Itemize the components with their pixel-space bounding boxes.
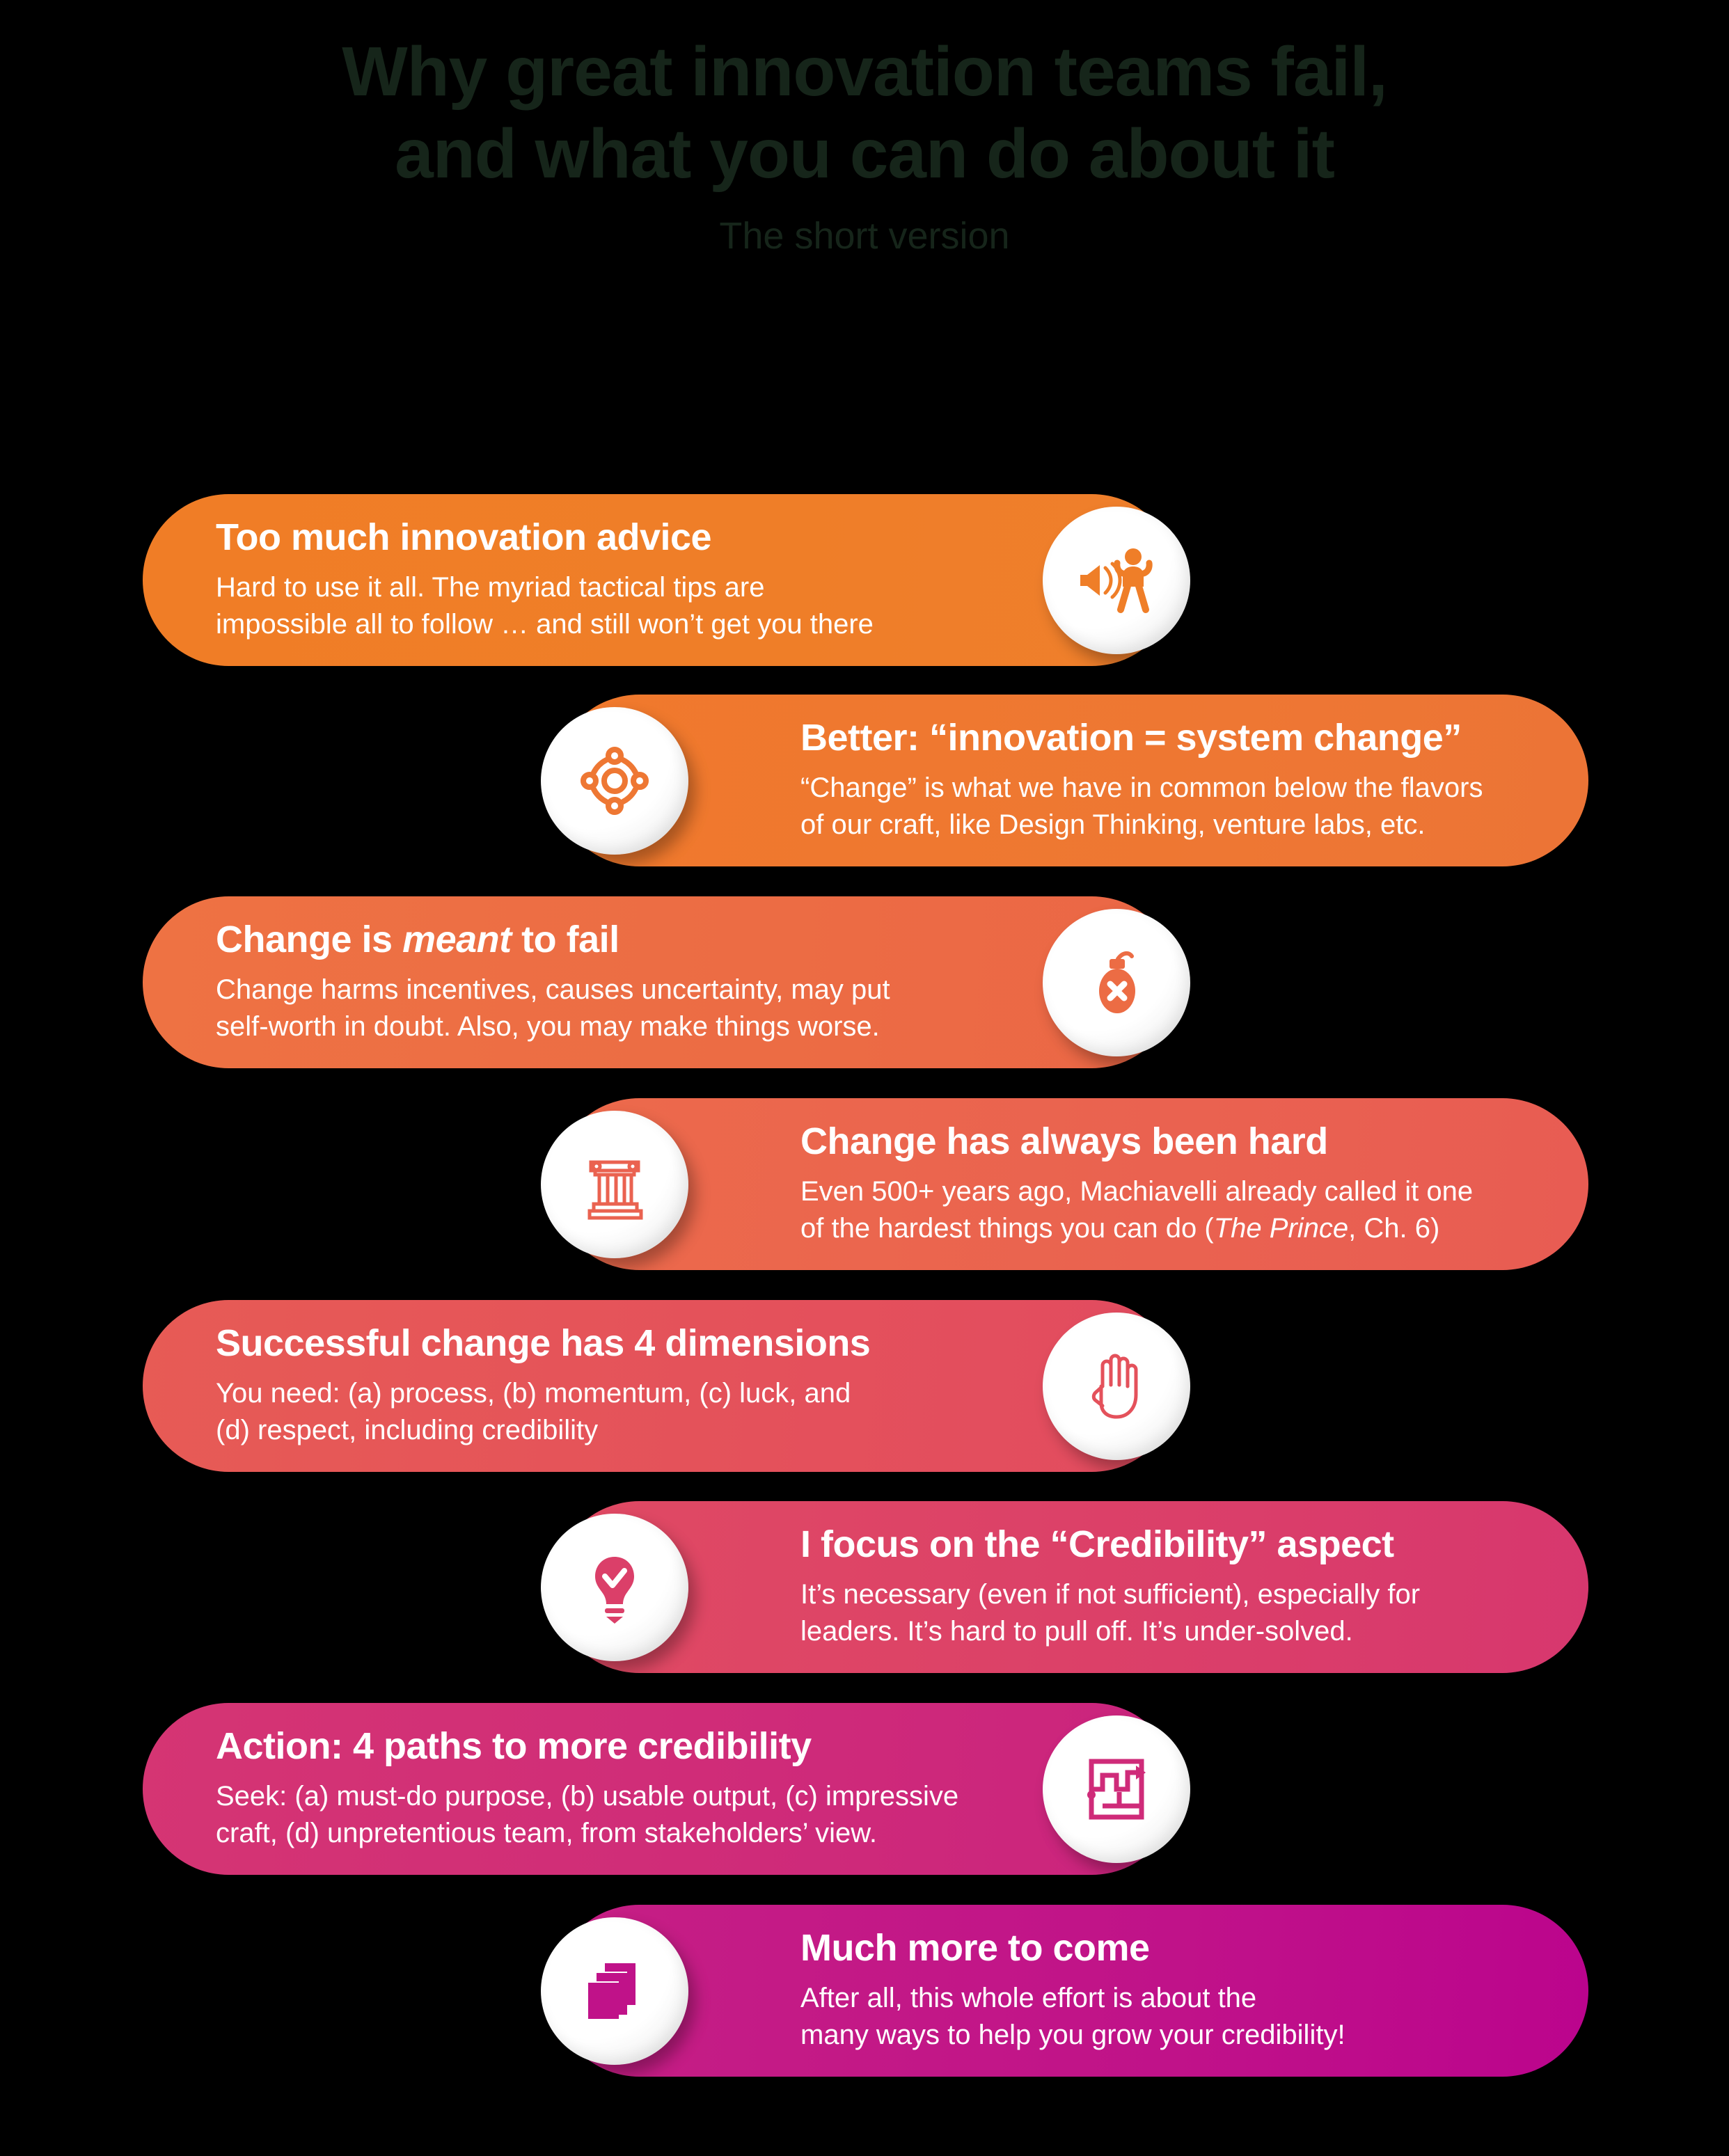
card-text: Action: 4 paths to more credibility Seek… (216, 1703, 1011, 1875)
stacked-cards-icon (573, 1949, 656, 2033)
icon-bubble (541, 1513, 688, 1661)
card-much-more-to-come[interactable]: Much more to come After all, this whole … (541, 1905, 1588, 2077)
card-body: Seek: (a) must-do purpose, (b) usable ou… (216, 1781, 959, 1849)
card-change-has-always-been-hard[interactable]: Change has always been hard Even 500+ ye… (541, 1098, 1588, 1270)
icon-bubble (1043, 1312, 1190, 1460)
card-title: Too much innovation advice (216, 516, 712, 558)
card-body: “Change” is what we have in common below… (800, 772, 1483, 841)
card-text: Change has always been hard Even 500+ ye… (800, 1098, 1547, 1270)
card-title: Change has always been hard (800, 1120, 1328, 1162)
card-text: Change is meant to fail Change harms inc… (216, 896, 1011, 1068)
card-stack: Too much innovation advice Hard to use i… (0, 494, 1729, 2102)
system-network-nodes-icon (573, 739, 656, 823)
card-too-much-innovation-advice[interactable]: Too much innovation advice Hard to use i… (143, 494, 1190, 666)
icon-bubble (1043, 908, 1190, 1056)
icon-bubble (541, 1110, 688, 1258)
lightbulb-check-icon (573, 1546, 656, 1629)
page-title: Why great innovation teams fail, and wha… (342, 33, 1388, 193)
card-title: I focus on the “Credibility” aspect (800, 1523, 1394, 1565)
card-title: Much more to come (800, 1927, 1150, 1969)
hand-four-fingers-icon (1075, 1345, 1158, 1428)
megaphone-overwhelmed-person-icon (1075, 539, 1158, 622)
card-title: Action: 4 paths to more credibility (216, 1725, 812, 1767)
header: Why great innovation teams fail, and wha… (0, 0, 1729, 257)
greek-column-icon (573, 1143, 656, 1226)
card-title: Successful change has 4 dimensions (216, 1322, 871, 1364)
card-body: Hard to use it all. The myriad tactical … (216, 572, 874, 640)
card-title: Better: “innovation = system change” (800, 717, 1462, 759)
card-body: Change harms incentives, causes uncertai… (216, 974, 890, 1043)
card-text: Much more to come After all, this whole … (800, 1905, 1547, 2077)
card-body: It’s necessary (even if not sufficient),… (800, 1579, 1421, 1647)
card-body: You need: (a) process, (b) momentum, (c)… (216, 1378, 851, 1446)
card-successful-change-has-4-dimensions[interactable]: Successful change has 4 dimensions You n… (143, 1300, 1190, 1472)
card-title: Change is meant to fail (216, 919, 619, 960)
card-i-focus-on-credibility[interactable]: I focus on the “Credibility” aspect It’s… (541, 1501, 1588, 1673)
card-action-4-paths-to-more-credibility[interactable]: Action: 4 paths to more credibility Seek… (143, 1703, 1190, 1875)
icon-bubble (541, 1917, 688, 2065)
card-change-is-meant-to-fail[interactable]: Change is meant to fail Change harms inc… (143, 896, 1190, 1068)
icon-bubble (1043, 1715, 1190, 1863)
maze-path-arrow-icon (1075, 1747, 1158, 1831)
card-innovation-equals-system-change[interactable]: Better: “innovation = system change” “Ch… (541, 695, 1588, 866)
card-text: I focus on the “Credibility” aspect It’s… (800, 1501, 1547, 1673)
icon-bubble (1043, 506, 1190, 654)
card-body: Even 500+ years ago, Machiavelli already… (800, 1176, 1474, 1244)
card-body: After all, this whole effort is about th… (800, 1983, 1345, 2051)
page-subtitle: The short version (719, 215, 1010, 257)
icon-bubble (541, 706, 688, 855)
bomb-with-x-icon (1075, 941, 1158, 1024)
card-text: Better: “innovation = system change” “Ch… (800, 695, 1547, 866)
card-text: Too much innovation advice Hard to use i… (216, 494, 1011, 666)
card-text: Successful change has 4 dimensions You n… (216, 1300, 1011, 1472)
